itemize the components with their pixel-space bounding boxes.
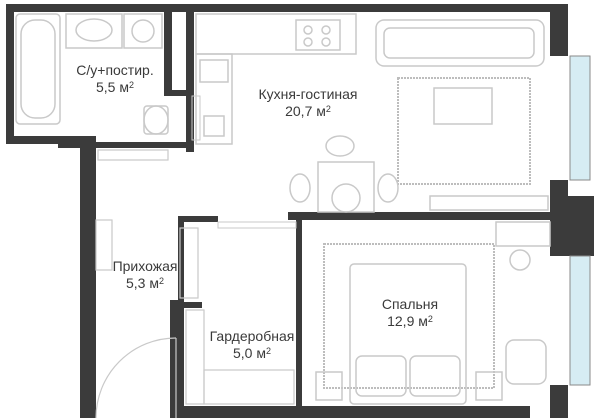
coffee-table — [433, 87, 493, 125]
bed — [349, 263, 467, 405]
room-label-bathroom: С/у+постир. 5,5 м2 — [60, 62, 170, 96]
room-area-bathroom: 5,5 м — [96, 79, 129, 95]
living-rug — [397, 77, 531, 185]
walls — [6, 4, 594, 418]
bedroom-rug — [323, 243, 495, 389]
room-label-bedroom: Спальня 12,9 м2 — [360, 296, 460, 330]
tv-unit — [429, 195, 549, 211]
room-area-bedroom: 12,9 м — [387, 313, 428, 329]
dining-set — [289, 135, 399, 213]
area-unit-sup: 2 — [427, 314, 433, 324]
windows — [569, 55, 591, 386]
room-name-wardrobe: Гардеробная — [209, 328, 295, 344]
room-name-hallway: Прихожая — [112, 258, 178, 274]
room-name-bedroom: Спальня — [381, 296, 439, 312]
armchair — [505, 339, 547, 385]
room-name-kitchen-living: Кухня-гостиная — [258, 86, 358, 102]
room-label-wardrobe: Гардеробная 5,0 м2 — [200, 328, 304, 362]
area-unit-sup: 2 — [158, 276, 164, 286]
washing-machine — [123, 13, 163, 49]
kitchen-counter — [195, 13, 357, 145]
area-unit-sup: 2 — [325, 104, 331, 114]
sink — [65, 13, 123, 49]
room-area-wardrobe: 5,0 м — [233, 345, 266, 361]
room-name-bathroom: С/у+постир. — [76, 62, 154, 78]
room-label-hallway: Прихожая 5,3 м2 — [96, 258, 194, 292]
desk — [495, 221, 551, 271]
area-unit-sup: 2 — [265, 346, 271, 356]
room-label-kitchen-living: Кухня-гостиная 20,7 м2 — [238, 86, 378, 120]
hallway-fixtures — [95, 149, 177, 418]
area-unit-sup: 2 — [128, 80, 134, 90]
bedroom-door — [217, 221, 297, 229]
room-area-kitchen-living: 20,7 м — [285, 103, 326, 119]
nightstands — [315, 371, 503, 401]
wardrobe-shelves — [179, 227, 295, 405]
bathtub — [15, 13, 61, 125]
room-area-hallway: 5,3 м — [126, 275, 159, 291]
sofa — [375, 19, 545, 67]
toilet — [143, 105, 169, 135]
